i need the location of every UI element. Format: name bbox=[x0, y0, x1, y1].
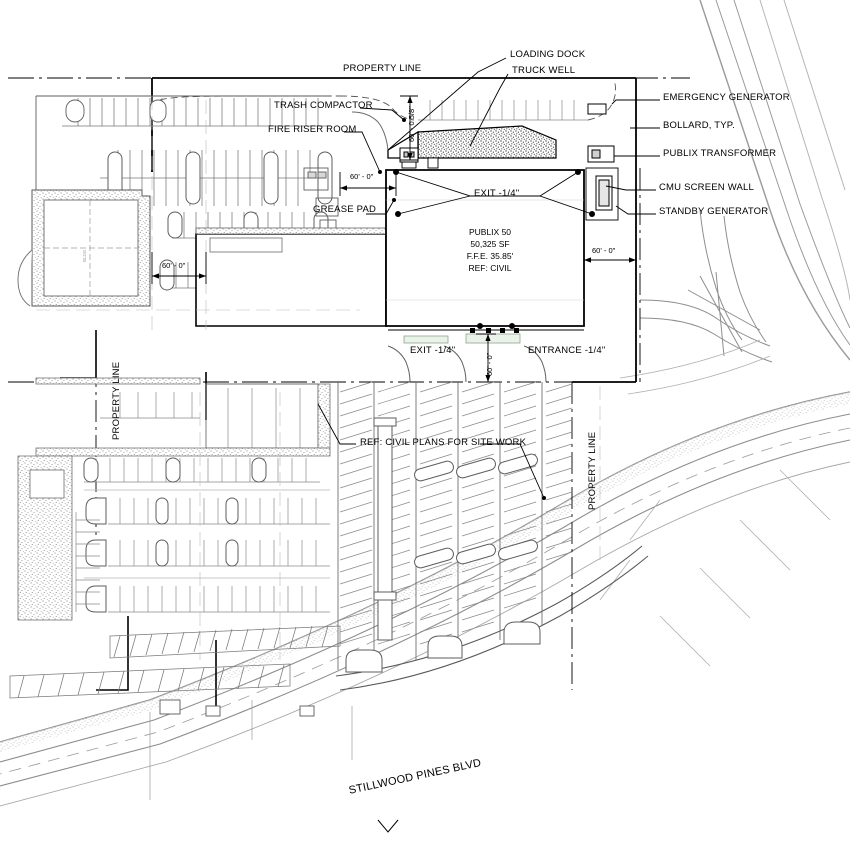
dim-west-parking: 60' - 0" bbox=[162, 261, 186, 270]
label-loading-dock: LOADING DOCK bbox=[510, 49, 586, 60]
label-publix-transformer: PUBLIX TRANSFORMER bbox=[663, 148, 777, 159]
label-civil-note: REF: CIVIL PLANS FOR SITE WORK bbox=[360, 437, 527, 448]
label-standby-generator: STANDBY GENERATOR bbox=[659, 206, 769, 217]
label-cmu-screen-wall: CMU SCREEN WALL bbox=[659, 182, 755, 193]
dim-compactor-horizontal: 60' - 0" bbox=[350, 172, 374, 181]
label-exit-north: EXIT -1/4" bbox=[474, 188, 520, 199]
label-grease-pad: GREASE PAD bbox=[313, 204, 377, 215]
building-reference: REF: CIVIL bbox=[468, 263, 512, 273]
label-truck-well: TRUCK WELL bbox=[512, 65, 576, 76]
dim-east-building: 60' - 0" bbox=[592, 246, 616, 255]
svg-text:BLDG: BLDG bbox=[82, 249, 87, 262]
building-ffe: F.F.E. 35.85' bbox=[466, 251, 514, 261]
label-property-line-top: PROPERTY LINE bbox=[343, 63, 422, 74]
label-property-line-right: PROPERTY LINE bbox=[587, 431, 598, 510]
building-area: 50,325 SF bbox=[470, 239, 510, 249]
building-name: PUBLIX 50 bbox=[468, 227, 512, 237]
dim-south-entry: 60' - 0" bbox=[485, 352, 494, 376]
label-exit-south: EXIT -1/4" bbox=[410, 345, 456, 356]
dim-trash-vertical: 60' - 0 5/8" bbox=[407, 106, 416, 142]
label-bollard-typ: BOLLARD, TYP. bbox=[663, 120, 735, 131]
label-entrance-south: ENTRANCE -1/4" bbox=[528, 345, 606, 356]
label-property-line-left: PROPERTY LINE bbox=[111, 361, 122, 440]
label-trash-compactor: TRASH COMPACTOR bbox=[274, 100, 373, 111]
label-fire-riser-room: FIRE RISER ROOM bbox=[268, 124, 357, 135]
label-emergency-generator: EMERGENCY GENERATOR bbox=[663, 92, 790, 103]
